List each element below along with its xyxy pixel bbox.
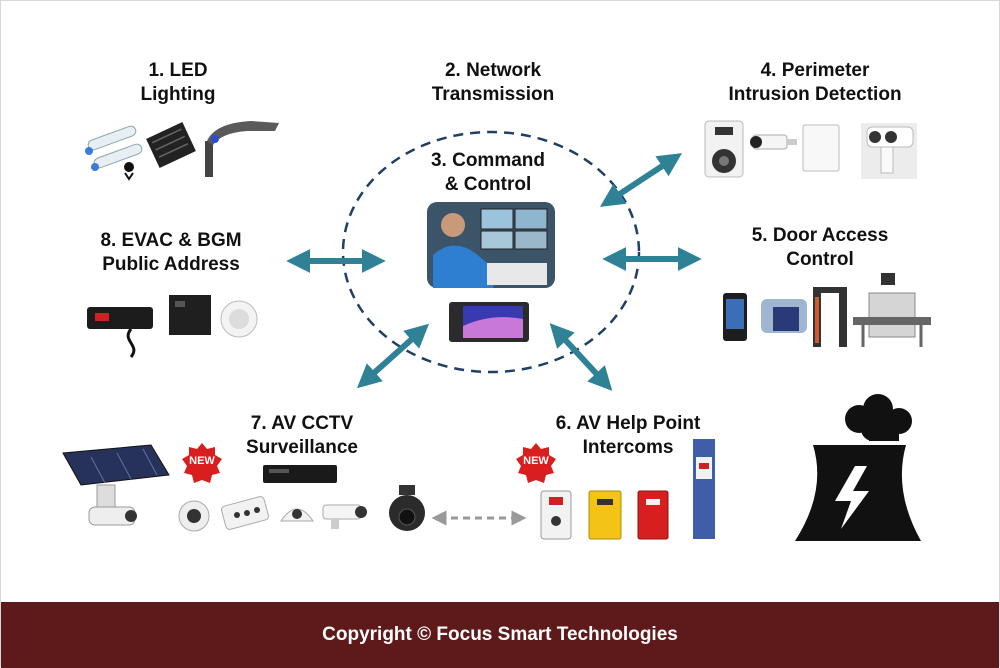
copyright-footer: Copyright © Focus Smart Technologies xyxy=(1,602,999,668)
label-helppoint-line2: Intercoms xyxy=(582,437,674,458)
xray-baggage-scanner-icon xyxy=(853,273,931,347)
walk-through-metal-detector-icon xyxy=(813,287,847,347)
arrow-cctv xyxy=(356,323,430,389)
copyright-text: Copyright © Focus Smart Technologies xyxy=(322,624,678,645)
label-led-lighting: 1. LED Lighting xyxy=(103,59,253,107)
paging-console-icon xyxy=(87,307,153,358)
bullet-camera-icon xyxy=(750,134,797,150)
solar-camera-pole-icon xyxy=(62,444,170,526)
label-evac-bgm: 8. EVAC & BGM Public Address xyxy=(81,229,261,277)
intercom-yellow-icon xyxy=(588,490,622,540)
new-badge-intercom-icon xyxy=(516,443,556,483)
label-cctv-line2: Surveillance xyxy=(246,437,358,458)
help-point-pillar-icon xyxy=(693,439,715,539)
new-badge-intercom-text: NEW xyxy=(523,455,549,467)
label-command-control: 3. Command & Control xyxy=(413,149,563,197)
arrow-helppoint xyxy=(549,323,613,391)
intercom-white-icon xyxy=(540,490,572,540)
label-perimeter-intrusion: 4. Perimeter Intrusion Detection xyxy=(715,59,915,107)
new-badge-cctv-icon xyxy=(182,443,222,483)
ceiling-speaker-icon xyxy=(220,300,258,338)
new-badge-cctv-text: NEW xyxy=(189,455,215,467)
panoramic-camera-icon xyxy=(221,496,269,530)
intercom-red-icon xyxy=(637,490,669,540)
nvr-recorder-icon xyxy=(263,465,337,483)
label-perimeter-line2: Intrusion Detection xyxy=(728,84,902,105)
label-network-transmission: 2. Network Transmission xyxy=(413,59,573,107)
arrow-perimeter xyxy=(599,153,683,207)
led-floodlight-icon xyxy=(146,122,196,168)
label-command-line1: 3. Command xyxy=(430,150,546,171)
label-evac-line1: 8. EVAC & BGM xyxy=(100,230,242,251)
label-led-line1: 1. LED xyxy=(148,60,208,81)
access-photo-icon xyxy=(761,299,807,333)
intrusion-sensor-box-icon xyxy=(802,124,840,172)
ptz-camera-icon xyxy=(389,485,425,531)
label-command-line2: & Control xyxy=(444,174,532,195)
label-cctv-line1: 7. AV CCTV xyxy=(250,413,354,434)
control-room-photo-icon xyxy=(427,202,555,288)
label-network-line2: Transmission xyxy=(431,84,555,105)
diagram-graphics xyxy=(62,120,931,541)
power-plant-icon xyxy=(795,394,921,541)
label-evac-line2: Public Address xyxy=(102,254,240,275)
label-cctv-surveillance: 7. AV CCTV Surveillance xyxy=(227,412,377,460)
label-help-point-intercoms: 6. AV Help Point Intercoms xyxy=(543,412,713,460)
label-door-line2: Control xyxy=(786,249,854,270)
label-network-line1: 2. Network xyxy=(444,60,542,81)
label-door-access: 5. Door Access Control xyxy=(735,224,905,272)
turret-camera-icon xyxy=(280,508,314,522)
label-perimeter-line1: 4. Perimeter xyxy=(760,60,870,81)
led-street-light-icon xyxy=(205,121,279,177)
fisheye-camera-icon xyxy=(178,500,210,532)
label-door-line1: 5. Door Access xyxy=(751,225,889,246)
amplifier-box-icon xyxy=(169,295,211,335)
thermal-ptz-camera-icon xyxy=(861,123,917,179)
label-led-line2: Lighting xyxy=(140,84,216,105)
motion-sensor-icon xyxy=(124,162,134,181)
control-tablet-icon xyxy=(449,302,529,342)
ptz-dome-camera-icon xyxy=(704,120,744,178)
led-tube-light-icon xyxy=(85,125,143,171)
bullet-camera-cctv-icon xyxy=(322,504,367,529)
label-helppoint-line1: 6. AV Help Point xyxy=(555,413,701,434)
face-terminal-icon xyxy=(723,293,747,341)
